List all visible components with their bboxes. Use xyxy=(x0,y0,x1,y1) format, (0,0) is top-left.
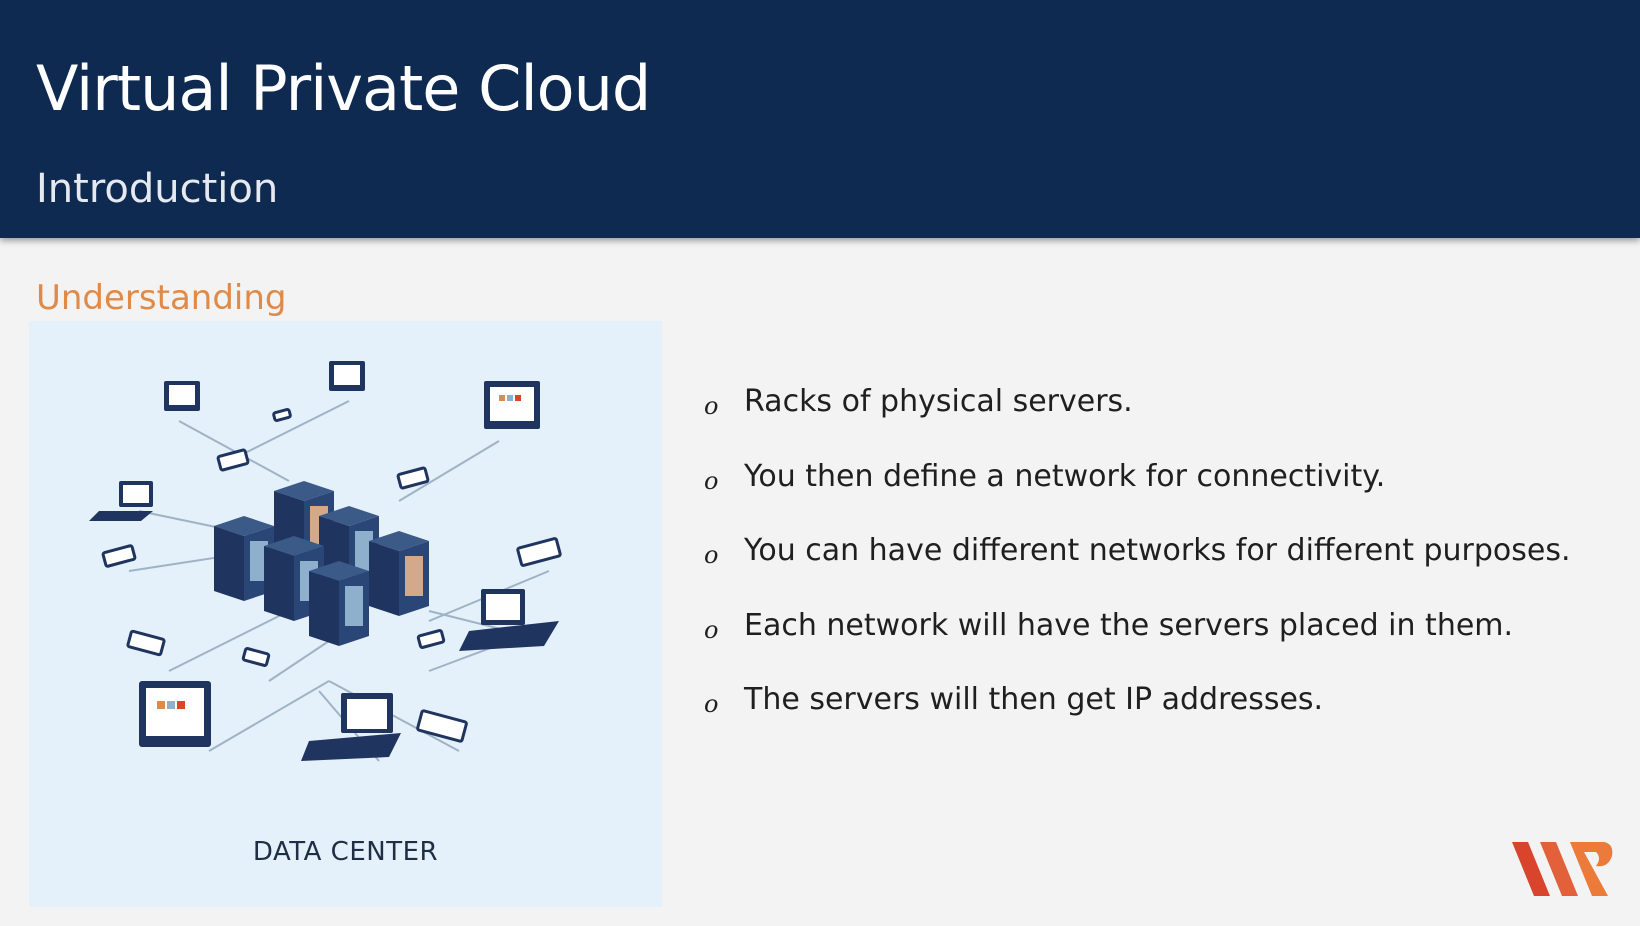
bullet-marker: o xyxy=(704,541,719,569)
bullet-text: Each network will have the servers place… xyxy=(744,607,1514,643)
list-item: o Each network will have the servers pla… xyxy=(704,608,1571,683)
bullet-marker: o xyxy=(704,392,719,420)
list-item: o The servers will then get IP addresses… xyxy=(704,682,1571,757)
bullet-text: Racks of physical servers. xyxy=(744,384,1133,419)
bullet-list: o Racks of physical servers. o You then … xyxy=(704,384,1571,757)
list-item: o You then define a network for connecti… xyxy=(704,459,1571,534)
data-center-network-icon xyxy=(89,361,562,762)
bullet-marker: o xyxy=(704,690,719,718)
list-item: o You can have different networks for di… xyxy=(704,533,1571,608)
bullet-text: You then define a network for connectivi… xyxy=(744,458,1386,494)
slide-header: Virtual Private Cloud Introduction xyxy=(0,0,1640,238)
slide-subtitle: Introduction xyxy=(36,166,279,212)
bullet-marker: o xyxy=(704,615,719,644)
brand-logo-icon xyxy=(1512,842,1613,896)
slide-title: Virtual Private Cloud xyxy=(36,52,651,125)
data-center-illustration: DATA CENTER xyxy=(29,321,662,907)
bullet-text: You can have different networks for diff… xyxy=(744,533,1571,568)
list-item: o Racks of physical servers. xyxy=(704,384,1571,459)
section-label: Understanding xyxy=(36,278,287,318)
illustration-caption: DATA CENTER xyxy=(252,837,439,867)
bullet-text: The servers will then get IP addresses. xyxy=(744,682,1324,717)
bullet-marker: o xyxy=(704,466,719,495)
